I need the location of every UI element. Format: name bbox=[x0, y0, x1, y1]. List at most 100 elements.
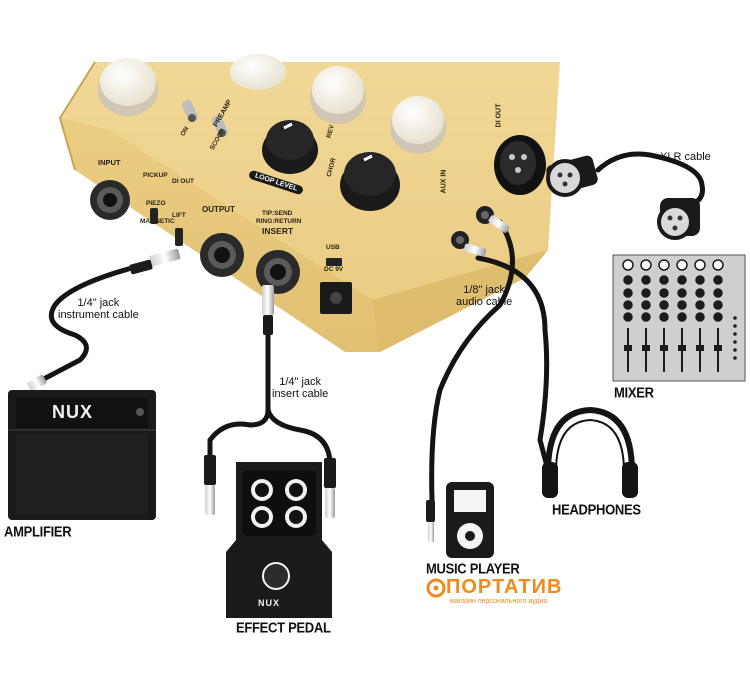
dc-power-jack bbox=[320, 282, 352, 314]
mixer-meter-dot bbox=[733, 340, 737, 344]
pedal-brand-logo: NUX bbox=[258, 598, 281, 608]
panel-label-di-out-switch: DI OUT bbox=[172, 178, 195, 185]
insert-cable-label: 1/4" jack insert cable bbox=[272, 376, 329, 400]
panel-label-aux-in: AUX IN bbox=[440, 169, 448, 194]
mixer-fader-cap bbox=[714, 345, 722, 351]
amplifier-caption: AMPLIFIER bbox=[4, 522, 72, 541]
panel-label-usb: USB bbox=[326, 244, 340, 251]
mixer-knob bbox=[659, 275, 669, 285]
panel-label-insert-tip: TIP:SEND bbox=[262, 210, 293, 217]
panel-label-input: INPUT bbox=[98, 158, 121, 167]
knob-gain bbox=[390, 96, 446, 154]
audio-cable-label: 1/8" jack audio cable bbox=[456, 284, 513, 308]
xlr-connector-female bbox=[657, 198, 700, 240]
amplifier-device bbox=[8, 390, 156, 520]
knob-bass bbox=[310, 66, 366, 124]
instrument-cable bbox=[35, 265, 135, 385]
mixer-meter-dot bbox=[733, 324, 737, 328]
mixer-fader-cap bbox=[660, 345, 668, 351]
mixer-knob bbox=[712, 259, 724, 271]
knob-treble bbox=[230, 54, 286, 90]
panel-label-pickup: PICKUP bbox=[143, 172, 168, 179]
panel-label-insert-ring: RING:RETURN bbox=[256, 218, 302, 225]
panel-label-magnetic: MAGNETIC bbox=[140, 218, 175, 225]
music-player-device bbox=[446, 482, 494, 558]
xlr-output-jack bbox=[494, 135, 546, 195]
mixer-knob bbox=[641, 300, 651, 310]
jack-plug-amp bbox=[27, 374, 47, 392]
headphone-cable bbox=[475, 255, 551, 473]
mixer-knob bbox=[640, 259, 652, 271]
insert-cable bbox=[207, 315, 333, 468]
mixer-knob bbox=[713, 275, 723, 285]
mixer-knob bbox=[641, 312, 651, 322]
panel-label-output: OUTPUT bbox=[202, 205, 235, 214]
effect-pedal-caption: EFFECT PEDAL bbox=[236, 618, 331, 637]
mixer-knob bbox=[677, 275, 687, 285]
usb-port bbox=[326, 258, 342, 266]
watermark-tagline: магазин персонального аудио bbox=[450, 598, 548, 605]
mixer-knob bbox=[676, 259, 688, 271]
mixer-fader-cap bbox=[696, 345, 704, 351]
jack-plug-pedal-left bbox=[204, 455, 216, 515]
mixer-knob bbox=[695, 275, 705, 285]
jack-plug-insert bbox=[262, 285, 274, 335]
mixer-knob bbox=[713, 288, 723, 298]
mixer-knob bbox=[695, 300, 705, 310]
mixer-meter-dot bbox=[733, 332, 737, 336]
mixer-knob bbox=[694, 259, 706, 271]
output-jack bbox=[200, 233, 244, 277]
headphone-jack bbox=[451, 231, 469, 249]
mixer-caption: MIXER bbox=[614, 383, 654, 402]
effect-pedal-device bbox=[226, 462, 332, 618]
mixer-fader-cap bbox=[642, 345, 650, 351]
xlr-cable bbox=[595, 151, 705, 208]
mixer-knob bbox=[658, 259, 670, 271]
headphones-device bbox=[542, 406, 638, 498]
jack-plug-pedal-right bbox=[324, 458, 336, 518]
instrument-cable-label: 1/4" jack instrument cable bbox=[58, 297, 139, 321]
mini-jack-plugs bbox=[426, 215, 510, 542]
knob-loop-level bbox=[262, 120, 318, 174]
mixer-knob bbox=[641, 275, 651, 285]
insert-jack bbox=[256, 250, 300, 294]
mixer-fader-cap bbox=[678, 345, 686, 351]
amp-brand-logo: NUX bbox=[52, 402, 94, 422]
mixer-meter-dot bbox=[733, 356, 737, 360]
mixer-knob bbox=[677, 288, 687, 298]
aux-audio-cable bbox=[429, 219, 515, 503]
cables bbox=[35, 151, 705, 503]
mixer-knob bbox=[713, 312, 723, 322]
mixer-meter-dot bbox=[733, 316, 737, 320]
pickup-switch bbox=[150, 208, 183, 246]
mixer-knob bbox=[622, 259, 634, 271]
watermark-name: ПОРТАТИВ bbox=[446, 576, 563, 598]
panel-label-piezo: PIEZO bbox=[146, 200, 166, 207]
panel-label-lift: LIFT bbox=[172, 212, 186, 219]
jack-plug-instrument bbox=[129, 248, 181, 275]
input-jack bbox=[90, 180, 130, 220]
knob-notch bbox=[98, 58, 158, 116]
mixer-knob bbox=[623, 300, 633, 310]
knob-chorus-reverb bbox=[340, 152, 400, 211]
headphones-caption: HEADPHONES bbox=[552, 500, 641, 519]
mixer-knob bbox=[677, 300, 687, 310]
music-player-caption: MUSIC PLAYER bbox=[426, 559, 520, 578]
panel-label-dc: DC 9V bbox=[324, 266, 344, 273]
xlr-connector-male bbox=[546, 155, 598, 197]
mixer-device bbox=[612, 254, 746, 382]
mixer-knob bbox=[623, 312, 633, 322]
mixer-knob bbox=[677, 312, 687, 322]
mixer-knob bbox=[659, 288, 669, 298]
acoustic-preamp-pedal bbox=[58, 54, 560, 352]
mixer-knob bbox=[659, 300, 669, 310]
mixer-knob bbox=[623, 275, 633, 285]
panel-label-insert: INSERT bbox=[262, 226, 294, 236]
preamp-toggle-switch bbox=[181, 99, 229, 138]
mixer-meter-dot bbox=[733, 348, 737, 352]
mixer-knob bbox=[659, 312, 669, 322]
mixer-knob bbox=[695, 312, 705, 322]
mixer-knob bbox=[695, 288, 705, 298]
